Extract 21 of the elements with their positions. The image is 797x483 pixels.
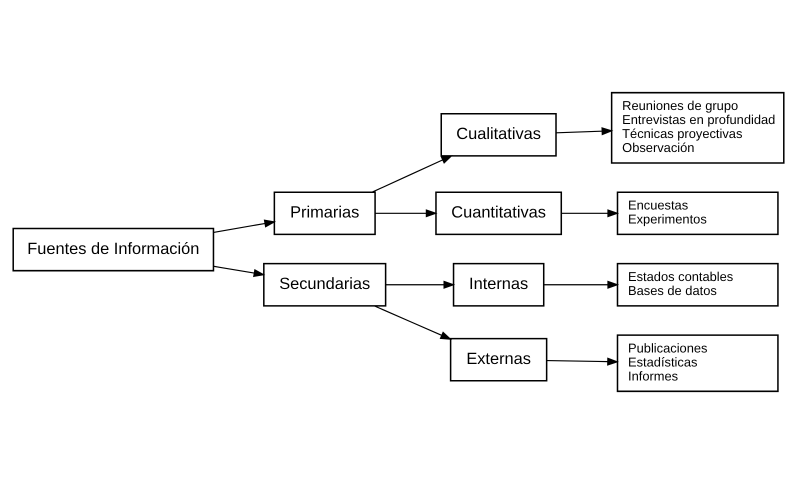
arrow — [544, 280, 620, 288]
arrow — [213, 265, 266, 277]
arrow — [546, 357, 619, 366]
node-box: Estados contables Bases de datos — [616, 262, 779, 306]
arrow — [372, 154, 453, 192]
node-box: Encuestas Experimentos — [616, 190, 779, 235]
node-box: Internas — [452, 262, 544, 306]
node-box: Publicaciones Estadísticas Informes — [616, 334, 779, 392]
arrow — [556, 126, 614, 135]
node-box: Cualitativas — [440, 112, 557, 156]
node-box: Secundarias — [263, 262, 386, 306]
arrow — [374, 304, 452, 340]
arrow — [213, 219, 276, 232]
node-box: Externas — [450, 337, 548, 382]
arrow — [562, 208, 620, 217]
arrow — [376, 208, 438, 217]
arrow — [386, 280, 456, 288]
node-box: Cuantitativas — [435, 190, 562, 235]
node-box: Primarias — [274, 190, 376, 235]
node-box: Fuentes de Información — [12, 227, 214, 271]
node-box: Reuniones de grupo Entrevistas en profundidad Técnicas proyectivas Observación — [610, 91, 785, 164]
